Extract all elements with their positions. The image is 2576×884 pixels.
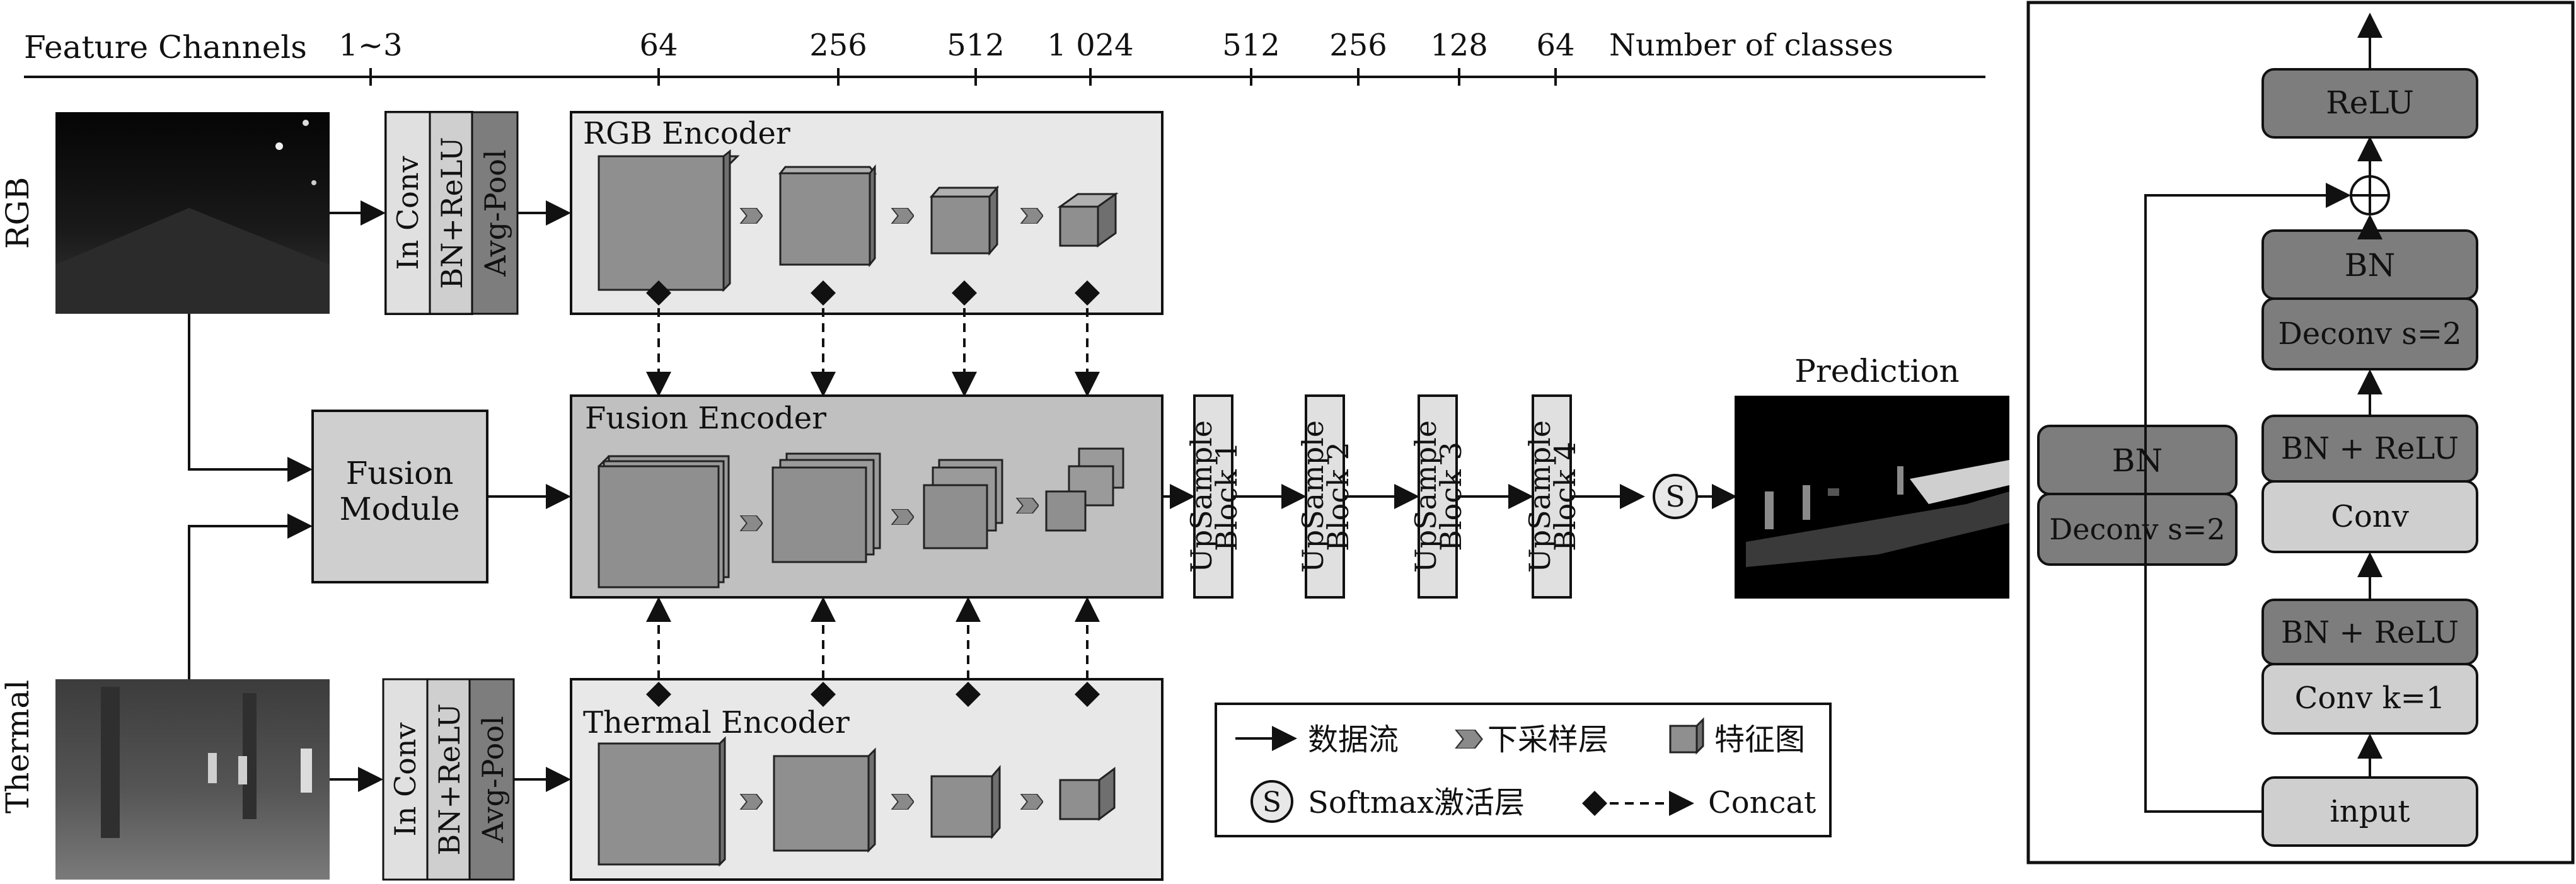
detail-deconv: Deconv s=2 [2278, 316, 2461, 352]
stem-avg-pool: Avg-Pool [476, 716, 510, 844]
stem-avg-pool: Avg-Pool [478, 149, 512, 277]
upsample-line2: Block 1 [1210, 442, 1244, 551]
detail-skip-deconv: Deconv s=2 [2049, 512, 2225, 546]
legend-softmax: Softmax激活层 [1308, 785, 1525, 820]
fusion-encoder-title: Fusion Encoder [585, 401, 826, 436]
legend-feature-map: 特征图 [1714, 722, 1805, 757]
concat-connectors [646, 280, 1100, 707]
feature-map-cube [771, 452, 881, 563]
channel-label: 1 024 [1047, 28, 1133, 63]
number-of-classes-label: Number of classes [1609, 28, 1893, 63]
thermal-label: Thermal [0, 680, 36, 813]
thermal-encoder: Thermal Encoder [570, 678, 1164, 881]
stem-bn-relu: BN+ReLU [435, 137, 469, 289]
fusion-encoder: Fusion Encoder [570, 394, 1164, 599]
upsample-block-2: UpSample Block 2 [1296, 394, 1355, 599]
feature-map-cube [598, 736, 726, 867]
channel-ticks [369, 68, 1557, 86]
upsample-block-1: UpSample Block 1 [1184, 394, 1244, 599]
legend-data-flow: 数据流 [1308, 722, 1399, 757]
rgb-encoder: RGB Encoder [570, 111, 1164, 315]
detail-skip-bn: BN [2112, 442, 2163, 479]
data-flow-arrows [188, 200, 1737, 792]
legend-downsample: 下采样层 [1487, 722, 1609, 757]
channel-label: 256 [809, 28, 867, 63]
channel-label: 64 [639, 28, 678, 63]
upsample-line1: UpSample [1296, 420, 1330, 573]
channel-label: 512 [947, 28, 1005, 63]
detail-bn-relu-1: BN + ReLU [2281, 431, 2459, 466]
fusion-module-line1: Fusion [346, 455, 454, 491]
detail-bn-relu-2: BN + ReLU [2281, 615, 2459, 650]
detail-bn: BN [2345, 247, 2396, 284]
channel-label: 256 [1329, 28, 1387, 63]
upsample-block-4: UpSample Block 4 [1523, 394, 1582, 599]
feature-map-cube [930, 764, 1001, 840]
feature-map-cube [1059, 767, 1116, 821]
feature-map-cube [778, 164, 877, 268]
prediction-title: Prediction [1794, 353, 1960, 389]
upsample-block-detail: ReLU BN Deconv s=2 BN + ReLU Conv BN + R… [2026, 1, 2575, 864]
upsample-line2: Block 4 [1548, 442, 1582, 551]
prediction-output: Prediction [1735, 353, 2009, 599]
prediction-image [1735, 396, 2009, 599]
legend-concat: Concat [1708, 785, 1816, 820]
rgb-input: RGB [0, 112, 330, 314]
upsample-line1: UpSample [1523, 420, 1557, 573]
channel-label: 128 [1430, 28, 1488, 63]
legend-feature-map-icon [1669, 717, 1704, 755]
detail-conv: Conv [2331, 499, 2409, 534]
feature-map-cube [773, 747, 876, 853]
detail-conv-k1: Conv k=1 [2295, 680, 2446, 716]
feature-map-cube [923, 459, 1003, 549]
softmax-node: S [1653, 474, 1698, 519]
fusion-module-line2: Module [339, 491, 459, 527]
rgb-label: RGB [0, 177, 36, 249]
stem-in-conv: In Conv [391, 156, 425, 270]
upsample-block-3: UpSample Block 3 [1409, 394, 1468, 599]
stem-bn-relu: BN+ReLU [432, 703, 466, 855]
rgb-encoder-title: RGB Encoder [583, 116, 790, 151]
feature-map-cube [929, 185, 1000, 256]
detail-relu: ReLU [2326, 84, 2414, 121]
detail-input: input [2330, 794, 2410, 829]
legend: 数据流 下采样层 特征图 S Softmax激活层 Concat [1215, 703, 1832, 837]
softmax-symbol: S [1665, 479, 1685, 514]
stem-in-conv: In Conv [388, 723, 422, 837]
upsample-line2: Block 3 [1434, 442, 1468, 551]
legend-softmax-symbol: S [1262, 786, 1281, 818]
rgb-stem: In Conv BN+ReLU Avg-Pool [384, 111, 519, 315]
channel-label: 512 [1222, 28, 1280, 63]
upsample-line1: UpSample [1409, 420, 1443, 573]
thermal-stem: In Conv BN+ReLU Avg-Pool [382, 678, 515, 881]
channel-label: 1~3 [338, 28, 402, 63]
feature-map-cube [598, 149, 740, 292]
feature-map-cube [1045, 447, 1124, 532]
thermal-image [55, 679, 330, 880]
thermal-input: Thermal [0, 679, 330, 880]
feature-channel-axis: Feature Channels 1~3 64 256 512 1 024 51… [24, 28, 1985, 86]
channel-label: 64 [1536, 28, 1574, 63]
upsample-line1: UpSample [1184, 420, 1218, 573]
upsample-line2: Block 2 [1321, 442, 1355, 551]
thermal-encoder-title: Thermal Encoder [583, 705, 850, 740]
fusion-module: Fusion Module [311, 410, 488, 583]
feature-channels-title: Feature Channels [24, 29, 307, 66]
feature-map-cube [598, 455, 730, 588]
feature-map-cube [1057, 192, 1119, 248]
